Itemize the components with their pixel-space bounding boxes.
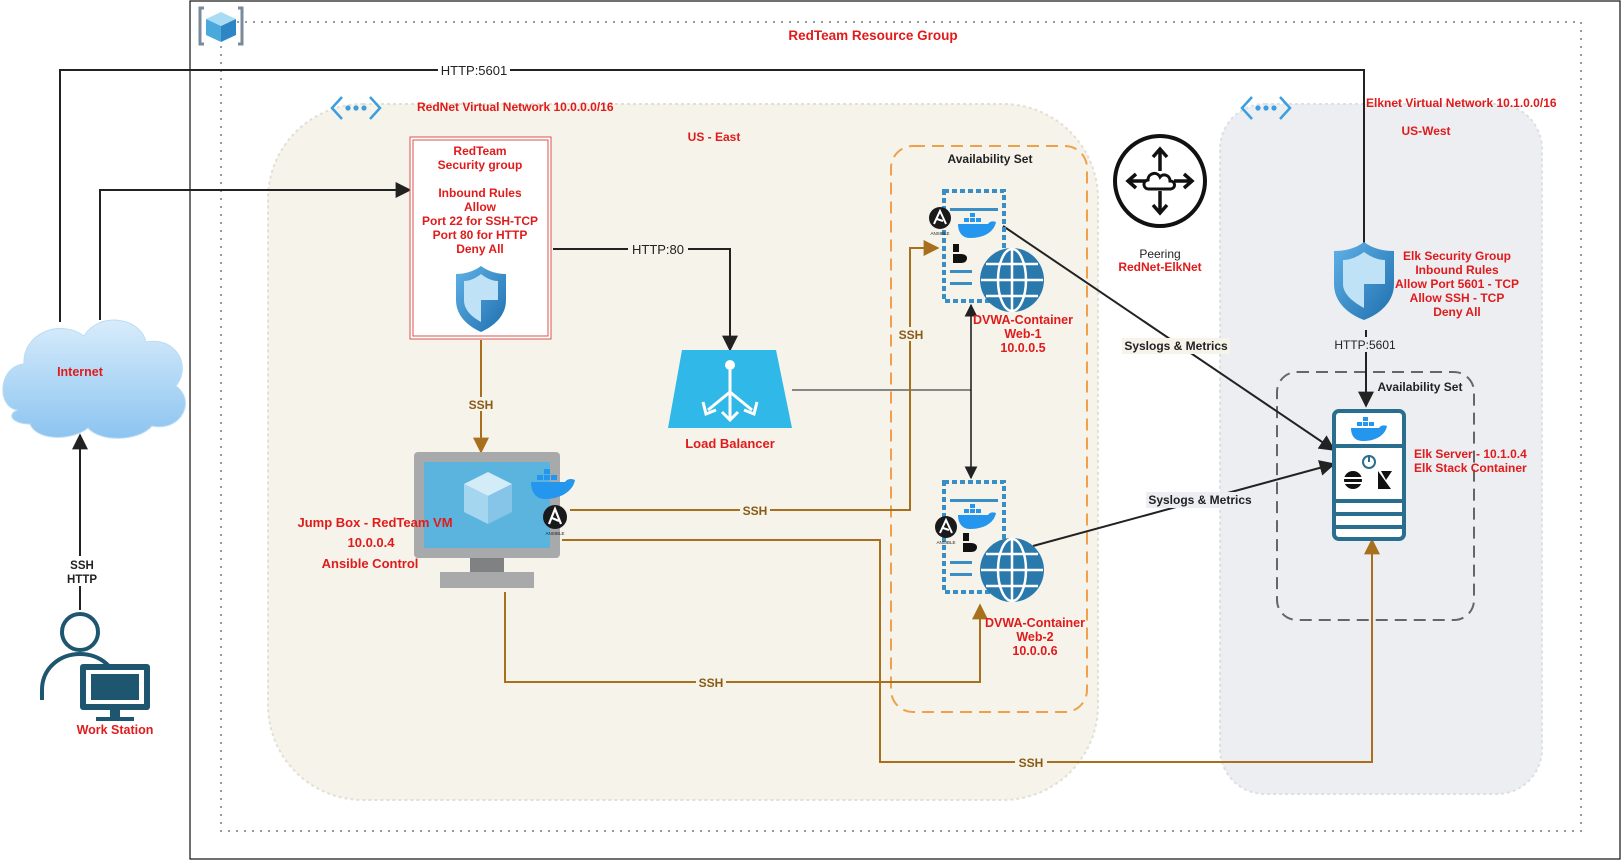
syslogs-label-1: Syslogs & Metrics bbox=[1124, 339, 1228, 353]
monitor-icon bbox=[80, 664, 150, 721]
http-80-label: HTTP:80 bbox=[632, 242, 684, 257]
svg-text:Port 22 for SSH-TCP: Port 22 for SSH-TCP bbox=[422, 214, 538, 228]
elk-security-label: Elk Security Group Inbound Rules Allow P… bbox=[1395, 249, 1519, 319]
svg-text:ANSIBLE: ANSIBLE bbox=[936, 540, 955, 545]
globe-icon bbox=[980, 537, 1044, 603]
svg-text:Inbound Rules: Inbound Rules bbox=[438, 186, 522, 200]
availability-set-right bbox=[1276, 371, 1475, 621]
elknet-vnet-label: Elknet Virtual Network 10.1.0.0/16 bbox=[1366, 96, 1557, 110]
svg-text:RedTeam: RedTeam bbox=[453, 144, 506, 158]
ws-ssh-label: SSH bbox=[70, 560, 94, 572]
docker-icon bbox=[531, 469, 575, 499]
ssh-jb-elk-label: SSH bbox=[1019, 756, 1044, 770]
vm-icon bbox=[414, 452, 560, 588]
svg-text:Web-1: Web-1 bbox=[1004, 327, 1041, 341]
svg-text:Jump Box - RedTeam VM: Jump Box - RedTeam VM bbox=[297, 515, 452, 530]
beats-icon bbox=[953, 244, 967, 263]
us-west-label: US-West bbox=[1401, 124, 1450, 138]
resource-group-icon bbox=[198, 6, 244, 46]
jumpbox-label: Jump Box - RedTeam VM 10.0.0.4 Ansible C… bbox=[297, 515, 452, 571]
http-5601-right-label: HTTP:5601 bbox=[1334, 338, 1396, 352]
ansible-icon: ANSIBLE bbox=[935, 516, 957, 545]
elk-server-icon bbox=[1332, 409, 1406, 541]
docker-icon bbox=[958, 213, 996, 238]
svg-text:Port 80 for HTTP: Port 80 for HTTP bbox=[433, 228, 528, 242]
svg-text:Elk Security Group: Elk Security Group bbox=[1403, 249, 1511, 263]
svg-text:Elk Stack Container: Elk Stack Container bbox=[1414, 461, 1527, 475]
internet-label: Internet bbox=[57, 365, 104, 379]
svg-text:Inbound Rules: Inbound Rules bbox=[1415, 263, 1499, 277]
connector-internet-sg bbox=[99, 182, 412, 320]
svg-text:Deny All: Deny All bbox=[456, 242, 504, 256]
svg-text:Security group: Security group bbox=[438, 158, 523, 172]
svg-text:Allow SSH - TCP: Allow SSH - TCP bbox=[1410, 291, 1505, 305]
avail-set-right-label: Availability Set bbox=[1378, 380, 1463, 394]
connector-jb-elk bbox=[562, 538, 1380, 763]
svg-text:Deny All: Deny All bbox=[1433, 305, 1481, 319]
us-east-label: US - East bbox=[688, 130, 741, 144]
ssh-jb-web1-label: SSH bbox=[743, 504, 768, 518]
svg-text:DVWA-Container: DVWA-Container bbox=[985, 616, 1085, 630]
globe-icon bbox=[980, 247, 1044, 313]
vnet-icon bbox=[330, 96, 382, 120]
beats-icon bbox=[963, 533, 977, 552]
web1-label: DVWA-Container Web-1 10.0.0.5 bbox=[973, 313, 1073, 355]
svg-text:DVWA-Container: DVWA-Container bbox=[973, 313, 1073, 327]
shield-icon bbox=[456, 266, 506, 332]
peering-name-label: RedNet-ElkNet bbox=[1118, 260, 1201, 274]
ansible-icon: ANSIBLE bbox=[929, 207, 951, 236]
svg-text:10.0.0.5: 10.0.0.5 bbox=[1000, 341, 1045, 355]
svg-text:Web-2: Web-2 bbox=[1016, 630, 1053, 644]
svg-text:Elk Server - 10.1.0.4: Elk Server - 10.1.0.4 bbox=[1414, 447, 1527, 461]
connector-http-5601 bbox=[59, 69, 1365, 322]
docker-icon bbox=[958, 504, 996, 529]
vnet-icon bbox=[1240, 96, 1292, 120]
connector-http-80 bbox=[553, 248, 738, 352]
load-balancer-label: Load Balancer bbox=[685, 436, 775, 451]
elk-server-label: Elk Server - 10.1.0.4 Elk Stack Containe… bbox=[1414, 447, 1527, 475]
svg-text:10.0.0.6: 10.0.0.6 bbox=[1012, 644, 1057, 658]
ssh-jb-web2-label: SSH bbox=[699, 676, 724, 690]
http-5601-label: HTTP:5601 bbox=[441, 63, 507, 78]
svg-text:Allow Port 5601 - TCP: Allow Port 5601 - TCP bbox=[1395, 277, 1519, 291]
availability-set-left bbox=[890, 145, 1088, 713]
syslogs-label-2: Syslogs & Metrics bbox=[1148, 493, 1252, 507]
web2-label: DVWA-Container Web-2 10.0.0.6 bbox=[985, 616, 1085, 658]
svg-text:10.0.0.4: 10.0.0.4 bbox=[348, 535, 396, 550]
shield-icon bbox=[1334, 242, 1394, 320]
resource-group-title: RedTeam Resource Group bbox=[788, 28, 957, 43]
ansible-icon: ANSIBLE bbox=[543, 505, 567, 536]
connector-jb-web2 bbox=[504, 592, 988, 683]
svg-text:Allow: Allow bbox=[464, 200, 497, 214]
security-group-text: RedTeam Security group Inbound Rules All… bbox=[422, 144, 538, 256]
peering-icon bbox=[1113, 134, 1207, 228]
cloud-icon bbox=[2, 319, 186, 439]
avail-set-left-label: Availability Set bbox=[948, 152, 1033, 166]
svg-text:Ansible Control: Ansible Control bbox=[322, 556, 419, 571]
rednet-vnet-label: RedNet Virtual Network 10.0.0.0/16 bbox=[417, 100, 614, 114]
resource-group-boundary bbox=[220, 21, 1582, 832]
load-balancer-icon bbox=[668, 350, 792, 428]
ssh-sg-label: SSH bbox=[469, 398, 494, 412]
web1-server-icon bbox=[942, 189, 1006, 303]
peering-label: Peering bbox=[1139, 247, 1180, 261]
ssh-web1-label: SSH bbox=[899, 328, 924, 342]
svg-text:ANSIBLE: ANSIBLE bbox=[930, 231, 949, 236]
workstation-label: Work Station bbox=[77, 723, 154, 737]
svg-text:ANSIBLE: ANSIBLE bbox=[545, 531, 564, 536]
ws-http-label: HTTP bbox=[67, 574, 97, 586]
